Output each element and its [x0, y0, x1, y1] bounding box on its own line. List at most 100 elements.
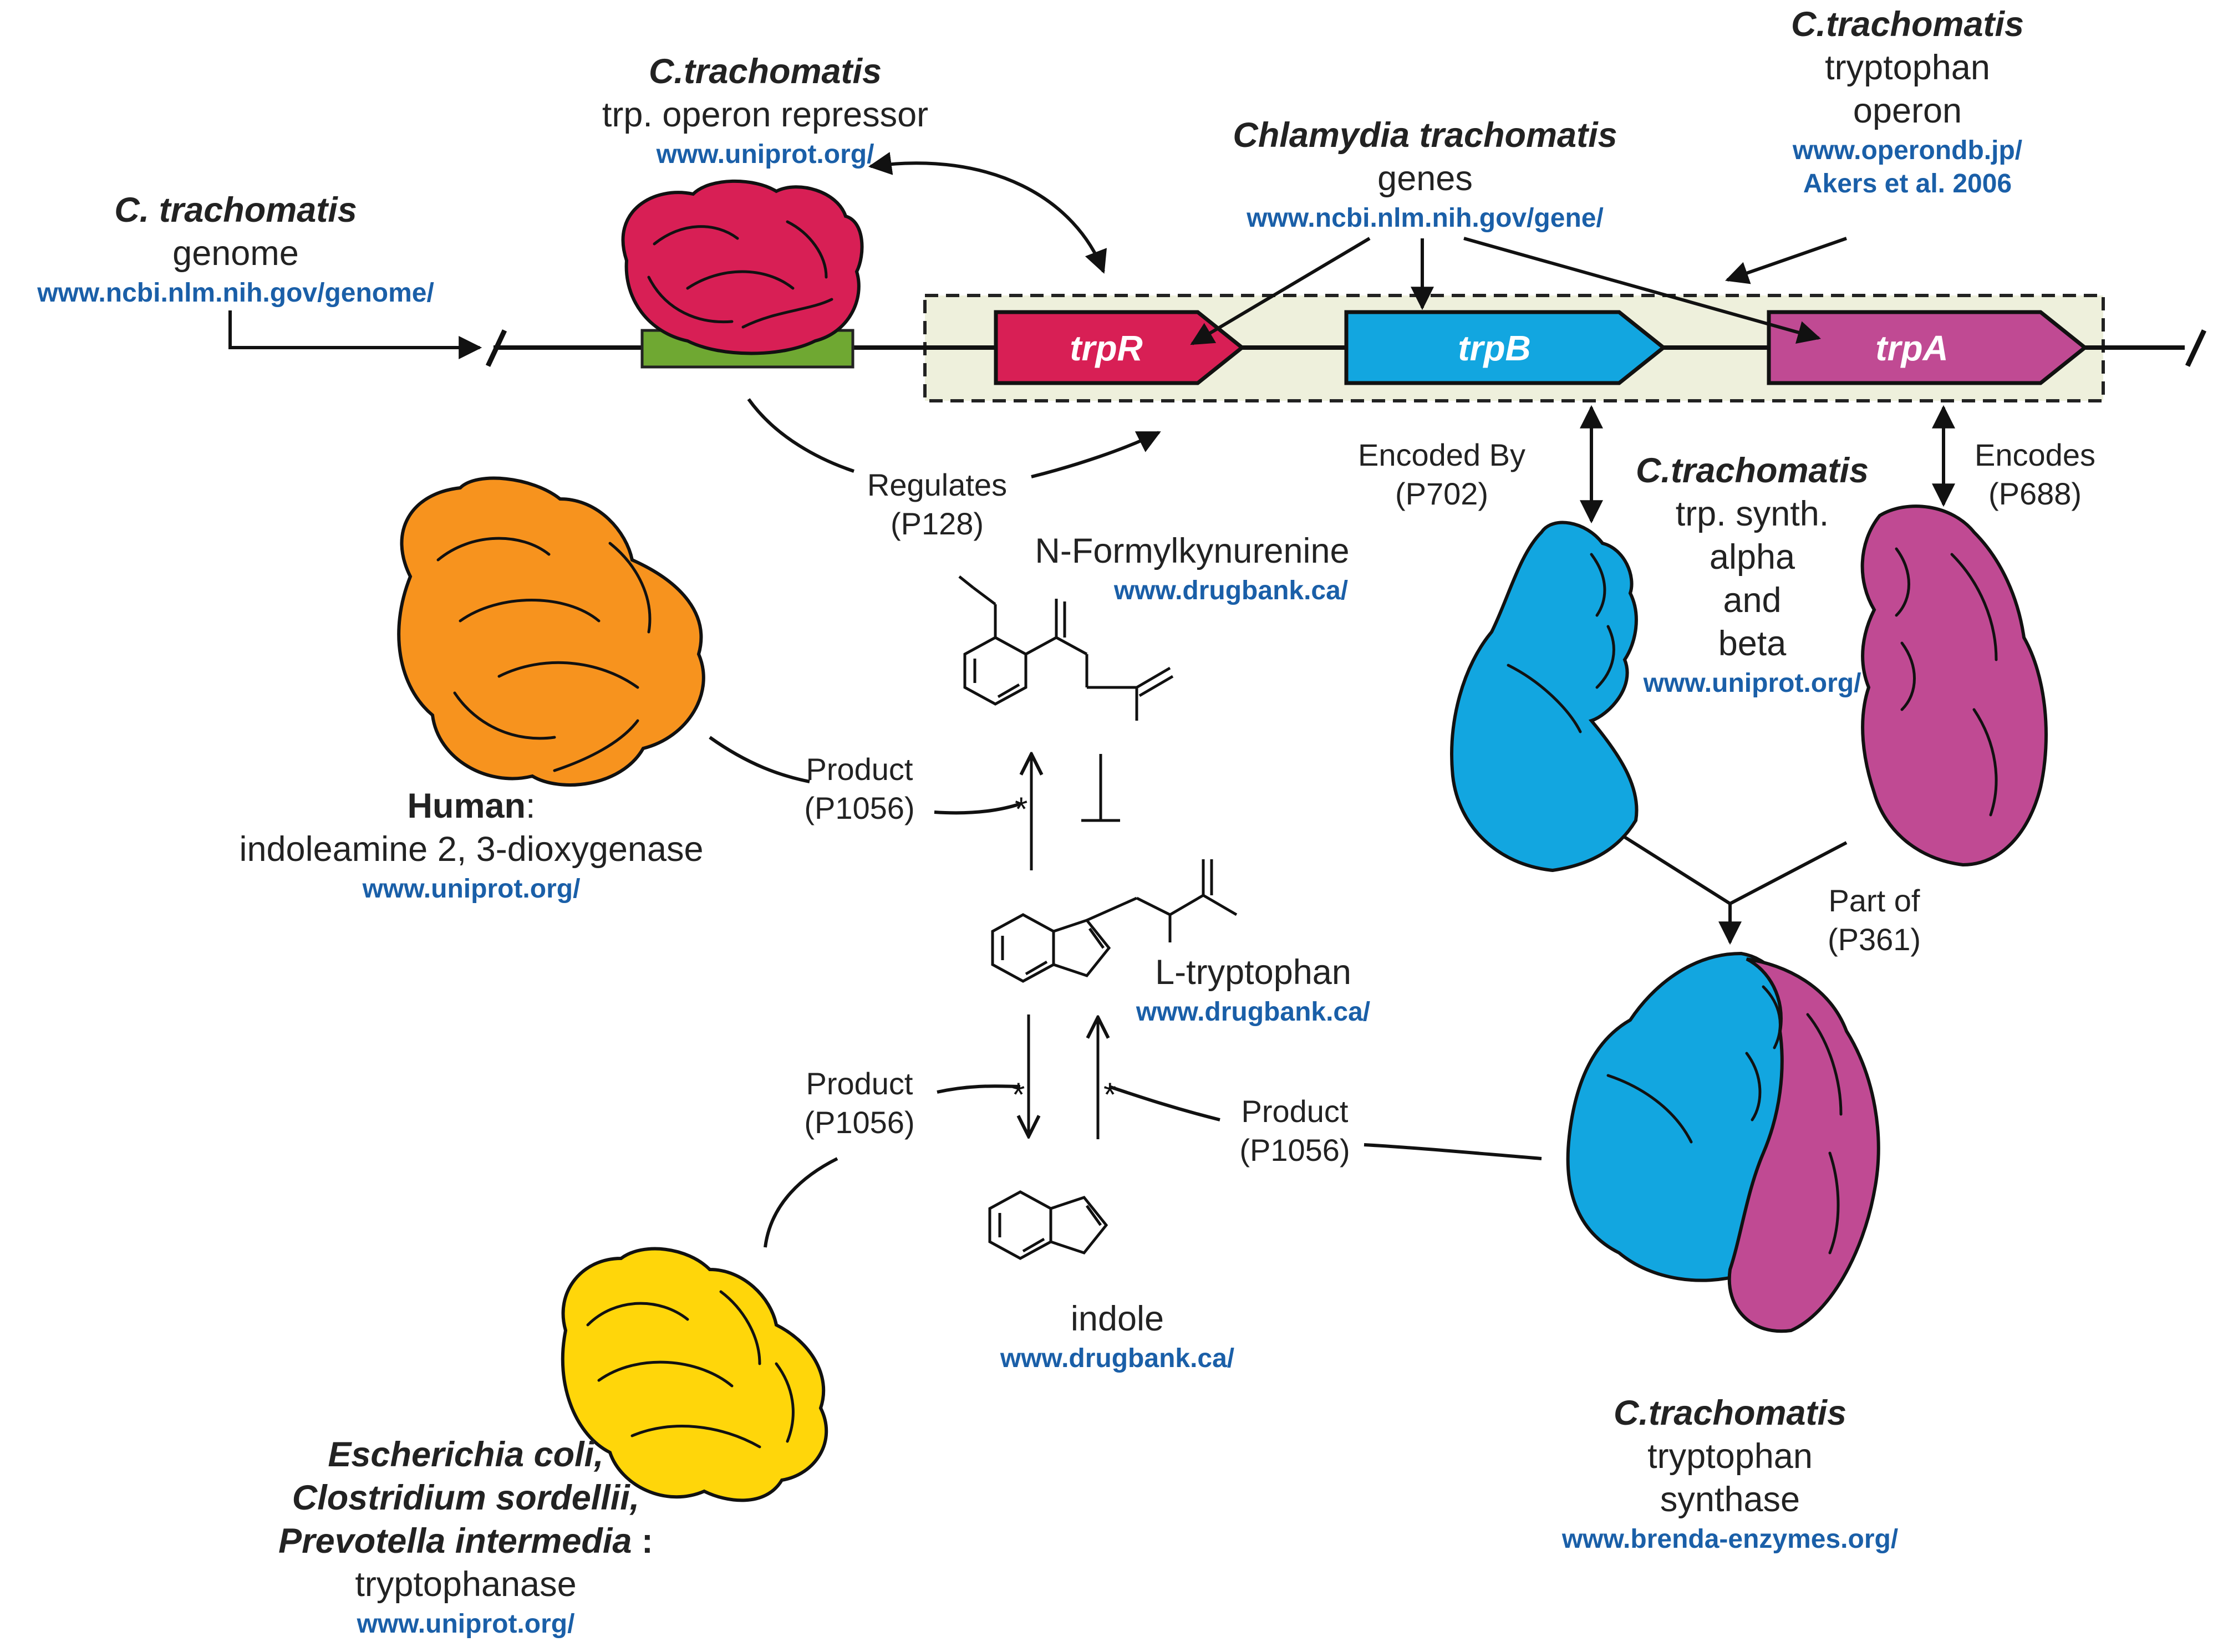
indole-url[interactable]: www.drugbank.ca/	[1000, 1344, 1235, 1373]
operon-org: C.trachomatis	[1790, 5, 2024, 44]
star-mark-synthase: *	[1103, 1076, 1116, 1113]
gene-trpR	[994, 310, 1245, 385]
encodes-name: Encodes	[1975, 437, 2095, 472]
line-ido-product	[709, 736, 1021, 815]
human-colon: :	[526, 787, 536, 825]
indole-label: indole www.drugbank.ca/	[970, 1297, 1264, 1377]
star-mark-ido: *	[1015, 791, 1027, 828]
product-synthase-name: Product	[1241, 1094, 1349, 1129]
encoded-by-name: Encoded By	[1358, 437, 1525, 472]
trp-url[interactable]: www.drugbank.ca/	[1136, 997, 1371, 1027]
gene-trpA-label: trpA	[1875, 328, 1949, 368]
operon-text-2: operon	[1853, 91, 1962, 130]
synthase-label: C.trachomatis tryptophan synthase www.br…	[1530, 1391, 1930, 1558]
tnase-org-1: Escherichia coli,	[328, 1435, 604, 1474]
indole-name: indole	[1070, 1299, 1164, 1338]
synthase-url[interactable]: www.brenda-enzymes.org/	[1561, 1524, 1899, 1554]
gene-trpA	[1767, 310, 2088, 385]
subunits-url[interactable]: www.uniprot.org/	[1643, 669, 1861, 698]
genes-org: Chlamydia trachomatis	[1233, 116, 1617, 155]
human-ido-text: indoleamine 2, 3-dioxygenase	[239, 830, 704, 869]
subunits-line-2: alpha	[1709, 538, 1795, 577]
arrow-genes-trpR	[1190, 237, 1371, 345]
trp-synthase-beta-subunit	[1450, 521, 1639, 873]
arrow-genes-trpA	[1463, 237, 1822, 344]
arrow-genome-url	[228, 310, 482, 359]
arrow-operon-label	[1725, 237, 1847, 284]
trp-synthase-alpha-subunit	[1860, 504, 2048, 867]
synthase-line-1: tryptophan	[1647, 1437, 1813, 1476]
gene-trpB	[1344, 310, 1667, 385]
relation-encoded-by: Encoded By (P702)	[1331, 436, 1553, 513]
part-of-name: Part of	[1828, 883, 1920, 918]
subunits-line-3: and	[1723, 581, 1782, 620]
repressor-url[interactable]: www.uniprot.org/	[656, 140, 874, 169]
operon-text-1: tryptophan	[1825, 48, 1990, 87]
relation-regulates: Regulates (P128)	[821, 466, 1054, 543]
line-tnase-product	[764, 1084, 1021, 1248]
line-synthase-product	[1108, 1085, 1542, 1160]
product-synthase-pid: (P1056)	[1239, 1133, 1350, 1167]
relation-product-tnase: Product (P1056)	[760, 1064, 959, 1142]
nfk-url[interactable]: www.drugbank.ca/	[1113, 576, 1349, 605]
structure-indole	[988, 1190, 1108, 1260]
nfk-label: N-Formylkynurenine www.drugbank.ca/	[1009, 529, 1375, 609]
subunits-line-4: beta	[1718, 624, 1787, 663]
arrow-repressor-operon	[868, 152, 1107, 274]
genome-text: genome	[172, 234, 299, 273]
regulates-name: Regulates	[867, 467, 1008, 502]
human-org: Human	[407, 787, 526, 825]
star-mark-tnase: *	[1012, 1076, 1025, 1113]
relation-encodes: Encodes (P688)	[1952, 436, 2118, 513]
subunits-line-1: trp. synth.	[1675, 494, 1829, 533]
gene-trpB-label: trpB	[1458, 328, 1531, 368]
tnase-org-2: Clostridium sordellii,	[292, 1478, 640, 1517]
repressor-label: C.trachomatis trp. operon repressor www.…	[521, 50, 1009, 173]
product-tnase-name: Product	[806, 1066, 913, 1101]
subunits-label: C.trachomatis trp. synth. alpha and beta…	[1608, 449, 1896, 702]
tnase-org-3: Prevotella intermedia	[278, 1522, 632, 1561]
encodes-pid: (P688)	[1988, 476, 2082, 511]
relation-product-ido: Product (P1056)	[760, 750, 959, 828]
product-ido-pid: (P1056)	[804, 791, 915, 825]
regulates-pid: (P128)	[890, 506, 984, 541]
structure-tryptophan	[991, 859, 1238, 983]
operon-url[interactable]: www.operondb.jp/	[1792, 136, 2023, 165]
genes-group-label: Chlamydia trachomatis genes www.ncbi.nlm…	[1164, 114, 1686, 237]
genome-label: C. trachomatis genome www.ncbi.nlm.nih.g…	[0, 188, 471, 312]
product-ido-name: Product	[806, 752, 913, 787]
tryptophanase-label: Escherichia coli, Clostridium sordellii,…	[216, 1433, 715, 1643]
relation-part-of: Part of (P361)	[1774, 881, 1974, 959]
tnase-org-suffix: :	[632, 1522, 653, 1561]
repressor-org: C.trachomatis	[648, 52, 882, 91]
repressor-text: trp. operon repressor	[602, 95, 929, 134]
operon-label: C.trachomatis tryptophan operon www.oper…	[1730, 3, 2085, 202]
relation-product-synthase: Product (P1056)	[1195, 1092, 1395, 1170]
genome-url[interactable]: www.ncbi.nlm.nih.gov/genome/	[37, 278, 434, 308]
gene-trpR-label: trpR	[1070, 328, 1143, 368]
trp-label: L-tryptophan www.drugbank.ca/	[1115, 951, 1392, 1031]
human-ido-protein	[397, 476, 705, 787]
trp-name: L-tryptophan	[1155, 953, 1351, 992]
genes-url[interactable]: www.ncbi.nlm.nih.gov/gene/	[1247, 203, 1604, 233]
part-of-pid: (P361)	[1827, 922, 1921, 957]
human-ido-url[interactable]: www.uniprot.org/	[362, 874, 581, 904]
arrow-regulates	[747, 398, 1159, 478]
genes-text: genes	[1377, 159, 1473, 198]
nfk-name: N-Formylkynurenine	[1035, 532, 1350, 570]
product-tnase-pid: (P1056)	[804, 1105, 915, 1140]
synthase-line-2: synthase	[1660, 1480, 1800, 1519]
genome-org: C. trachomatis	[114, 191, 357, 230]
trp-synthase-complex	[1566, 951, 1880, 1333]
encoded-by-pid: (P702)	[1395, 476, 1489, 511]
tnase-text: tryptophanase	[355, 1565, 577, 1604]
subunits-org: C.trachomatis	[1635, 451, 1869, 490]
inhibit-nfk-trp	[1081, 754, 1120, 822]
human-ido-label: Human: indoleamine 2, 3-dioxygenase www.…	[166, 784, 776, 907]
synthase-org: C.trachomatis	[1613, 1394, 1847, 1432]
repressor-protein	[621, 179, 864, 355]
tnase-url[interactable]: www.uniprot.org/	[357, 1609, 575, 1639]
tryptophanase-protein	[561, 1247, 828, 1502]
arrow-part-of	[1624, 835, 1848, 942]
